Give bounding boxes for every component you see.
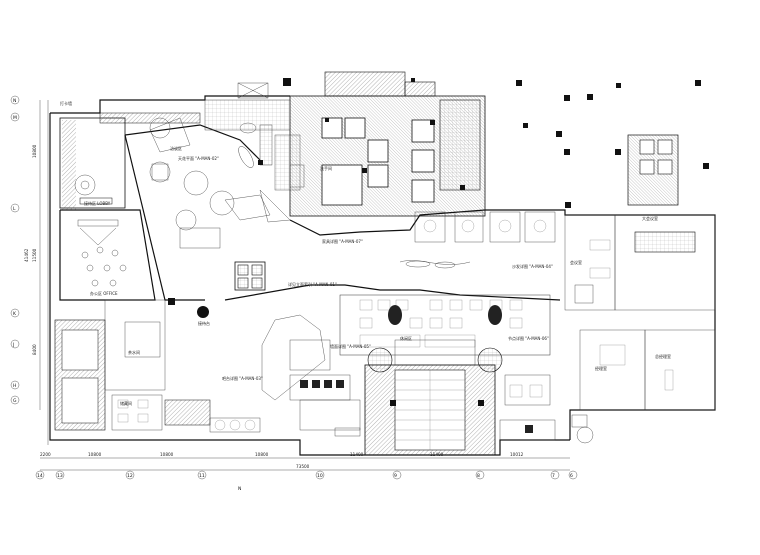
room-label: 茶水间	[128, 349, 140, 355]
row-axis-bubble: J	[10, 339, 20, 349]
callout: 详见立面索引 "A-MAN-01"	[288, 281, 337, 287]
top-label: 打卡墙	[60, 100, 72, 106]
col-axis-bubbles: 14 13 12 11 10 9 8 7 6	[35, 470, 578, 480]
svg-text:G: G	[13, 398, 17, 404]
room-label: 储藏间	[120, 400, 132, 406]
col-axis-bubble: 6	[568, 470, 578, 480]
col-axis-bubble: 9	[392, 470, 402, 480]
svg-text:7: 7	[552, 473, 555, 479]
room-label: 经理室	[595, 365, 607, 371]
svg-text:6: 6	[570, 473, 573, 479]
callout: 家具详图 "A-MAN-07"	[322, 238, 363, 244]
svg-text:M: M	[13, 115, 17, 121]
room-label: 洗手间	[320, 165, 332, 171]
upper-rooms	[204, 82, 291, 131]
bottom-dim-1: 2200	[40, 452, 51, 457]
inside-columns	[168, 160, 263, 318]
callout: 吧台详图 "A-MAN-03"	[222, 375, 263, 381]
left-dim-1: 10800	[32, 144, 37, 158]
bottom-dim-2: 10800	[88, 452, 102, 457]
left-lower-rooms	[54, 299, 261, 433]
top-service-core	[289, 71, 486, 217]
bottom-dim-7: 10012	[510, 452, 524, 457]
callout: 沙发详图 "A-MAN-04"	[512, 263, 553, 269]
bottom-dim-5: 11400	[350, 452, 364, 457]
bottom-dimension-line	[40, 457, 570, 471]
svg-text:H: H	[13, 383, 16, 389]
left-dim-4: 8400	[32, 344, 37, 355]
bottom-dim-3: 10800	[160, 452, 174, 457]
room-label: 办公区 OFFICE	[90, 290, 118, 296]
row-axis-bubble: K	[10, 308, 20, 318]
svg-text:8: 8	[477, 473, 480, 479]
right-rooms	[499, 214, 716, 444]
svg-text:N: N	[13, 98, 16, 104]
svg-text:9: 9	[394, 473, 397, 479]
row-axis-bubble: H	[10, 380, 20, 390]
callout: 墙面详图 "A-MAN-05"	[330, 343, 371, 349]
room-label: 会议室	[570, 259, 582, 265]
room-label: 大会议室	[642, 215, 658, 221]
middle-lower-rooms	[261, 314, 361, 437]
room-label: 接待台	[198, 320, 210, 326]
col-axis-bubble: 12	[125, 470, 135, 480]
north-mark: N	[238, 486, 241, 492]
col-axis-bubble: 14	[35, 470, 45, 480]
svg-text:10: 10	[317, 473, 323, 479]
central-rug	[234, 261, 266, 291]
col-axis-bubble: 11	[197, 470, 207, 480]
row-axis-bubble: N	[10, 95, 20, 105]
svg-text:14: 14	[37, 473, 43, 479]
left-dim-2: 41462	[24, 248, 29, 262]
svg-text:13: 13	[57, 473, 63, 479]
col-axis-bubble: 8	[475, 470, 485, 480]
svg-text:L: L	[13, 206, 16, 212]
room-label: 休闲区	[400, 335, 412, 341]
row-axis-bubble: M	[10, 112, 20, 122]
outside-columns	[283, 78, 709, 208]
lower-stair-core	[364, 364, 496, 456]
row-axis-bubble: L	[10, 203, 20, 213]
left-dim-3: 11500	[32, 248, 37, 262]
left-upper-wing	[59, 112, 201, 210]
svg-text:12: 12	[127, 473, 133, 479]
corridor-walls	[224, 209, 561, 301]
callout: 天花平面 "A-MAN-02"	[178, 155, 219, 161]
row-axis-bubbles: N M L K J H G	[10, 95, 20, 405]
row-axis-bubble: G	[10, 395, 20, 405]
svg-text:K: K	[13, 311, 17, 317]
office-workstations	[339, 211, 556, 373]
col-axis-bubble: 13	[55, 470, 65, 480]
bottom-dim-4: 10800	[255, 452, 269, 457]
lobby-diagonal-walls	[59, 117, 305, 301]
room-label: 总经理室	[655, 353, 671, 359]
bottom-dim-6: 11400	[430, 452, 444, 457]
col-axis-bubble: 7	[550, 470, 560, 480]
callout: 节点详图 "A-MAN-06"	[508, 335, 549, 341]
col-axis-bubble: 10	[315, 470, 325, 480]
training-room-tables	[77, 219, 127, 287]
room-label: 接待区 LOBBY	[84, 200, 111, 206]
total-dimension: 73500	[296, 464, 310, 469]
svg-text:J: J	[12, 342, 14, 348]
room-label: 洽谈区	[170, 145, 182, 151]
svg-text:11: 11	[199, 473, 205, 479]
right-service-core	[627, 134, 679, 206]
